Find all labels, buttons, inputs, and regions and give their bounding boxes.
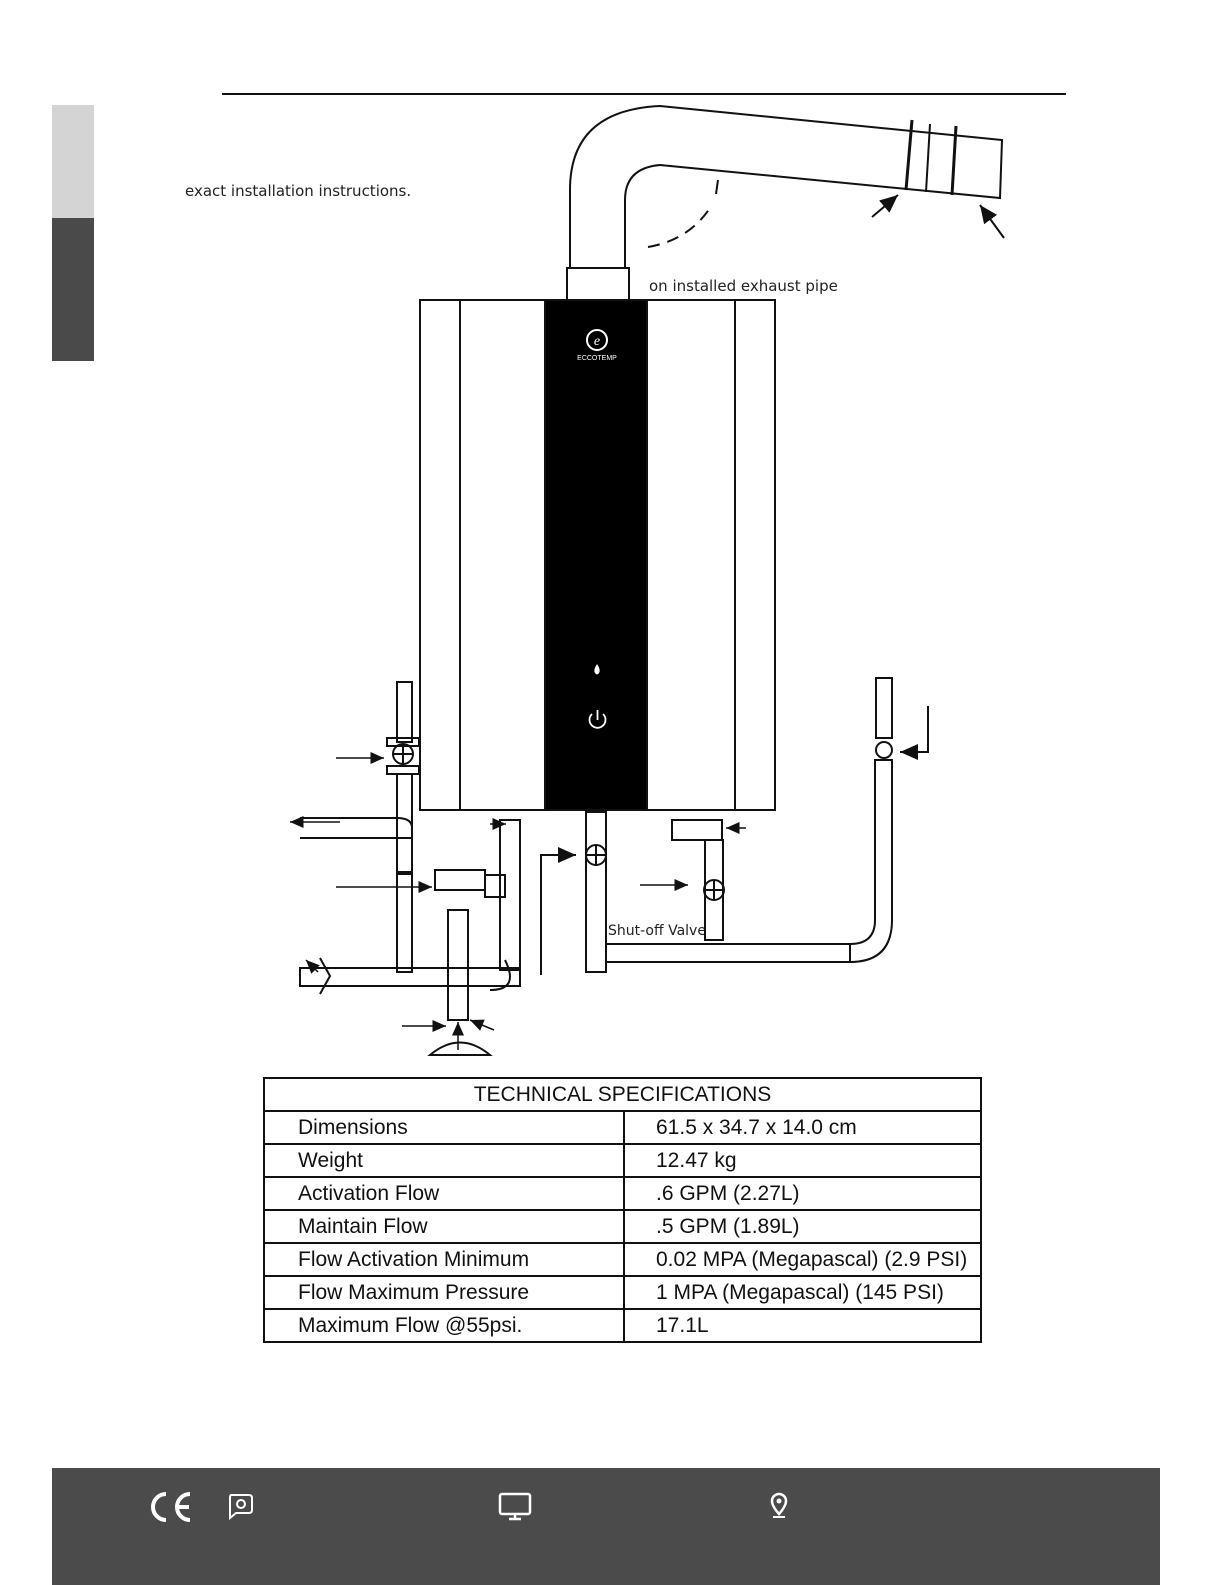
spec-value: 17.1L <box>623 1308 982 1343</box>
spec-value: 0.02 MPA (Megapascal) (2.9 PSI) <box>623 1242 982 1277</box>
table-row: Dimensions 61.5 x 34.7 x 14.0 cm <box>263 1110 982 1145</box>
spec-label: Activation Flow <box>263 1176 625 1211</box>
spec-value: .5 GPM (1.89L) <box>623 1209 982 1244</box>
spec-label: Maximum Flow @55psi. <box>263 1308 625 1343</box>
monitor-icon[interactable] <box>498 1492 532 1522</box>
table-row: Maintain Flow .5 GPM (1.89L) <box>263 1209 982 1244</box>
spec-value: 1 MPA (Megapascal) (145 PSI) <box>623 1275 982 1310</box>
eccotemp-logo: e ECCOTEMP <box>577 329 617 362</box>
spec-label: Flow Activation Minimum <box>263 1242 625 1277</box>
spec-label: Flow Maximum Pressure <box>263 1275 625 1310</box>
left-plumbing <box>299 677 929 1056</box>
spec-label: Weight <box>263 1143 625 1178</box>
spec-label: Dimensions <box>263 1110 625 1145</box>
exhaust-note: on installed exhaust pipe <box>649 277 838 295</box>
spec-value: 12.47 kg <box>623 1143 982 1178</box>
spec-table: TECHNICAL SPECIFICATIONS Dimensions 61.5… <box>263 1077 982 1343</box>
installation-diagram: e ECCOTEMP <box>290 104 1005 1056</box>
svg-text:ECCOTEMP: ECCOTEMP <box>577 355 617 362</box>
side-tab-light <box>52 105 94 218</box>
side-tab-dark <box>52 218 94 361</box>
power-icon <box>588 710 607 729</box>
spec-table-header: TECHNICAL SPECIFICATIONS <box>263 1077 982 1112</box>
spec-value: .6 GPM (2.27L) <box>623 1176 982 1211</box>
table-row: Activation Flow .6 GPM (2.27L) <box>263 1176 982 1211</box>
table-row: Maximum Flow @55psi. 17.1L <box>263 1308 982 1343</box>
table-row: Weight 12.47 kg <box>263 1143 982 1178</box>
spec-label: Maintain Flow <box>263 1209 625 1244</box>
ce-mark-icon <box>151 1492 191 1522</box>
water-heater <box>419 299 776 811</box>
header-rule <box>222 93 1066 95</box>
table-row: Flow Activation Minimum 0.02 MPA (Megapa… <box>263 1242 982 1277</box>
instructions-note: exact installation instructions. <box>185 182 412 200</box>
flame-icon <box>594 664 600 675</box>
spec-value: 61.5 x 34.7 x 14.0 cm <box>623 1110 982 1145</box>
table-row: Flow Maximum Pressure 1 MPA (Megapascal)… <box>263 1275 982 1310</box>
support-chat-icon[interactable] <box>226 1492 254 1520</box>
location-pin-icon[interactable] <box>768 1492 790 1520</box>
svg-text:e: e <box>594 334 600 349</box>
footer-bar <box>52 1468 1160 1585</box>
shutoff-valve-label: Shut-off Valve <box>608 923 706 939</box>
exhaust-pipe <box>569 104 1004 272</box>
spec-table-title: TECHNICAL SPECIFICATIONS <box>263 1077 982 1112</box>
